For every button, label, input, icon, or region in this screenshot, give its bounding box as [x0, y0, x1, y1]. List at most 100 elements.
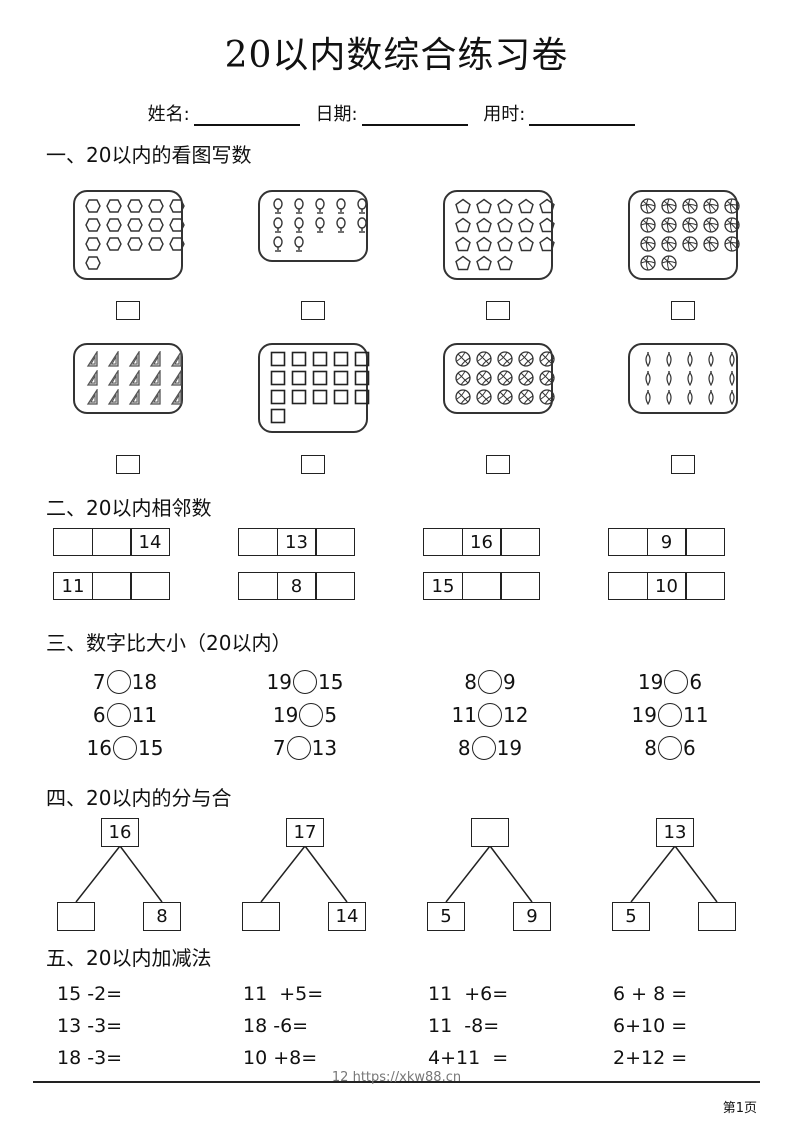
bond-answer-box[interactable] [698, 902, 736, 931]
answer-cell[interactable] [685, 528, 725, 556]
hexagon-icon [127, 198, 143, 214]
given-number-cell: 15 [423, 572, 463, 600]
pentagon-icon [455, 255, 471, 271]
answer-box[interactable] [301, 455, 325, 474]
answer-cell[interactable] [91, 572, 132, 600]
answer-box[interactable] [301, 301, 325, 320]
volleyball-icon [640, 255, 656, 271]
right-number: 6 [683, 736, 696, 760]
volleyball-icon [682, 236, 698, 252]
answer-box[interactable] [671, 301, 695, 320]
name-blank[interactable] [193, 106, 300, 126]
answer-cell[interactable] [685, 572, 725, 600]
bond-number-box: 5 [427, 902, 465, 931]
answer-box[interactable] [671, 455, 695, 474]
comparison-circle[interactable] [478, 670, 502, 694]
triangle-ruler-icon [106, 370, 122, 386]
answer-cell[interactable] [130, 572, 170, 600]
answer-cell[interactable] [423, 528, 463, 556]
comparison-circle[interactable] [113, 736, 137, 760]
equation[interactable]: 6 + 8 = [613, 983, 688, 1005]
answer-cell[interactable] [238, 528, 278, 556]
basketball-icon [476, 351, 492, 367]
triangle-ruler-icon [106, 351, 122, 367]
comparison-circle[interactable] [471, 736, 496, 760]
triangle-ruler-icon [148, 389, 164, 405]
answer-cell[interactable] [608, 572, 648, 600]
left-number: 19 [266, 670, 292, 694]
bond-answer-box[interactable] [471, 818, 509, 847]
comparison-circle[interactable] [658, 703, 682, 727]
comparison-circle[interactable] [658, 736, 682, 760]
adjacent-number-group: 13 [238, 528, 355, 556]
lemon-icon [661, 389, 677, 405]
equation[interactable]: 18 -3= [57, 1047, 123, 1069]
bond-answer-box[interactable] [242, 902, 280, 931]
basketball-icon [518, 370, 534, 386]
hexagon-icon [85, 198, 101, 214]
answer-cell[interactable] [238, 572, 278, 600]
left-number: 8 [457, 736, 471, 760]
comparison-circle[interactable] [286, 736, 311, 760]
equation[interactable]: 18 -6= [243, 1015, 309, 1037]
answer-cell[interactable] [500, 572, 540, 600]
mirror-icon [312, 217, 328, 233]
hexagon-icon [127, 236, 143, 252]
triangle-ruler-icon [106, 389, 122, 405]
answer-cell[interactable] [315, 528, 355, 556]
equation[interactable]: 15 -2= [57, 983, 123, 1005]
date-blank[interactable] [361, 106, 468, 126]
comparison-circle[interactable] [478, 703, 502, 727]
bond-line [75, 845, 121, 903]
left-number: 11 [451, 703, 477, 727]
pentagon-icon [476, 198, 492, 214]
right-number: 11 [131, 703, 158, 727]
comparison-circle[interactable] [106, 670, 131, 694]
section-4-heading: 四、20以内的分与合 [46, 786, 232, 810]
answer-box[interactable] [116, 301, 140, 320]
answer-cell[interactable] [315, 572, 355, 600]
answer-cell[interactable] [461, 572, 502, 600]
answer-box[interactable] [486, 301, 510, 320]
watermark: 12 https://xkw88.cn [331, 1070, 462, 1085]
hexagon-icon [169, 236, 185, 252]
section-2-heading: 二、20以内相邻数 [46, 496, 212, 520]
answer-cell[interactable] [500, 528, 540, 556]
picture-box [258, 343, 370, 433]
time-blank[interactable] [529, 106, 636, 126]
adjacent-number-group: 14 [53, 528, 170, 556]
equation[interactable]: 11 -8= [428, 1015, 500, 1037]
left-number: 8 [644, 736, 657, 760]
pentagon-icon [497, 217, 513, 233]
answer-box[interactable] [116, 455, 140, 474]
comparison-circle[interactable] [106, 703, 131, 727]
pentagon-icon [539, 217, 555, 233]
basketball-icon [539, 389, 555, 405]
mirror-icon [291, 198, 307, 214]
lemon-icon [640, 351, 656, 367]
comparison-circle[interactable] [299, 703, 324, 727]
bond-answer-box[interactable] [57, 902, 95, 931]
square-icon [333, 351, 349, 367]
equation[interactable]: 10 +8= [243, 1047, 318, 1069]
given-number-cell: 10 [646, 572, 687, 600]
equation[interactable]: 11 +6= [428, 983, 509, 1005]
equation[interactable]: 11 +5= [243, 983, 324, 1005]
equation[interactable]: 4+11 = [428, 1047, 509, 1069]
picture-box [628, 343, 738, 414]
right-number: 15 [138, 736, 164, 760]
answer-cell[interactable] [91, 528, 132, 556]
equation[interactable]: 2+12 = [613, 1047, 688, 1069]
answer-cell[interactable] [53, 528, 93, 556]
equation[interactable]: 6+10 = [613, 1015, 688, 1037]
hexagon-icon [148, 236, 164, 252]
comparison-circle[interactable] [664, 670, 689, 694]
answer-box[interactable] [486, 455, 510, 474]
answer-cell[interactable] [608, 528, 648, 556]
given-number-cell: 11 [53, 572, 93, 600]
equation[interactable]: 13 -3= [57, 1015, 123, 1037]
comparison-circle[interactable] [293, 670, 317, 694]
